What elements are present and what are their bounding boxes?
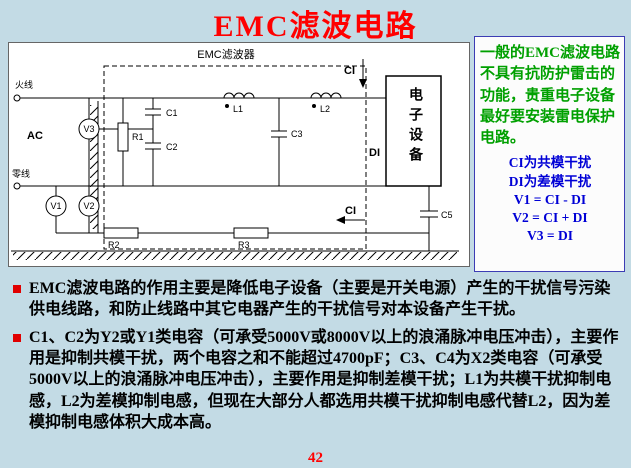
v3-label: V3 — [83, 124, 94, 134]
resistor-r1 — [117, 122, 129, 152]
c5-label: C5 — [441, 210, 453, 220]
circuit-diagram: EMC滤波器 — [11, 48, 459, 260]
di-label: DI — [369, 147, 380, 159]
note-formulas: CI为共模干扰 DI为差模干扰 V1 = CI - DI V2 = CI + D… — [480, 154, 620, 245]
bullet-marker — [13, 285, 21, 293]
l1-label: L1 — [233, 104, 243, 114]
resistor-r3 — [233, 227, 269, 239]
v2-label: V2 — [83, 201, 94, 211]
meter-v3 — [78, 118, 100, 140]
note-eq-v3: V3 = DI — [527, 228, 573, 244]
inductor-l1-coil — [223, 92, 255, 99]
inductor-l2-coil — [310, 92, 342, 99]
note-box: 一般的EMC滤波电路不具有抗防护雷击的功能，贵重电子设备最好要安装雷电保护电路。… — [474, 36, 625, 272]
l2-polarity-dot — [312, 104, 316, 108]
c2-label: C2 — [166, 142, 178, 152]
live-terminal — [13, 94, 21, 102]
bullet-list: EMC滤波电路的作用主要是降低电子设备（主要是开关电源）产生的干扰信号污染供电线… — [10, 278, 625, 440]
note-def-ci: CI为共模干扰 — [508, 155, 592, 171]
ac-label: AC — [27, 130, 43, 142]
neutral-wire-label: 零线 — [12, 168, 30, 179]
neutral-terminal — [13, 182, 21, 190]
filter-boundary-box — [103, 65, 367, 250]
device-label: 电子设备 — [408, 87, 424, 167]
v1-label: V1 — [50, 201, 61, 211]
page-title: EMC滤波电路 — [213, 10, 418, 43]
r3-label: R3 — [238, 240, 250, 250]
earth-bus-hatching — [90, 105, 98, 229]
filter-box-label: EMC滤波器 — [197, 48, 254, 61]
device-box — [385, 75, 442, 187]
bullet-text-2: C1、C2为Y2或Y1类电容（可承受5000V或8000V以上的浪涌脉冲电压冲击… — [29, 329, 619, 431]
bullet-marker — [13, 334, 21, 343]
meter-v2 — [78, 195, 100, 217]
c1-label: C1 — [166, 108, 178, 118]
bullet-item-2: C1、C2为Y2或Y1类电容（可承受5000V或8000V以上的浪涌脉冲电压冲击… — [10, 327, 625, 433]
bullet-text-1: EMC滤波电路的作用主要是降低电子设备（主要是开关电源）产生的干扰信号污染供电线… — [29, 280, 611, 319]
note-eq-v1: V1 = CI - DI — [513, 191, 587, 207]
bullet-item-1: EMC滤波电路的作用主要是降低电子设备（主要是开关电源）产生的干扰信号污染供电线… — [10, 278, 625, 320]
note-eq-v2: V2 = CI + DI — [512, 210, 588, 226]
r1-label: R1 — [132, 132, 144, 142]
circuit-diagram-panel: EMC滤波器 — [8, 42, 470, 267]
ci-bottom-arrow — [336, 216, 365, 224]
r2-label: R2 — [108, 240, 120, 250]
l2-label: L2 — [320, 104, 330, 114]
meter-v1 — [45, 195, 67, 217]
note-def-di: DI为差模干扰 — [508, 173, 592, 189]
page-number: 42 — [308, 450, 323, 466]
ci-top-label: CI — [344, 65, 355, 77]
ci-top-arrow — [359, 59, 367, 88]
resistor-r2 — [103, 227, 139, 239]
live-wire-label: 火线 — [15, 79, 33, 90]
note-warning-text: 一般的EMC滤波电路不具有抗防护雷击的功能，贵重电子设备最好要安装雷电保护电路。 — [480, 45, 620, 147]
l1-polarity-dot — [225, 104, 229, 108]
ci-bottom-label: CI — [345, 205, 356, 217]
c3-label: C3 — [291, 129, 303, 139]
ground-hatching — [13, 252, 457, 260]
